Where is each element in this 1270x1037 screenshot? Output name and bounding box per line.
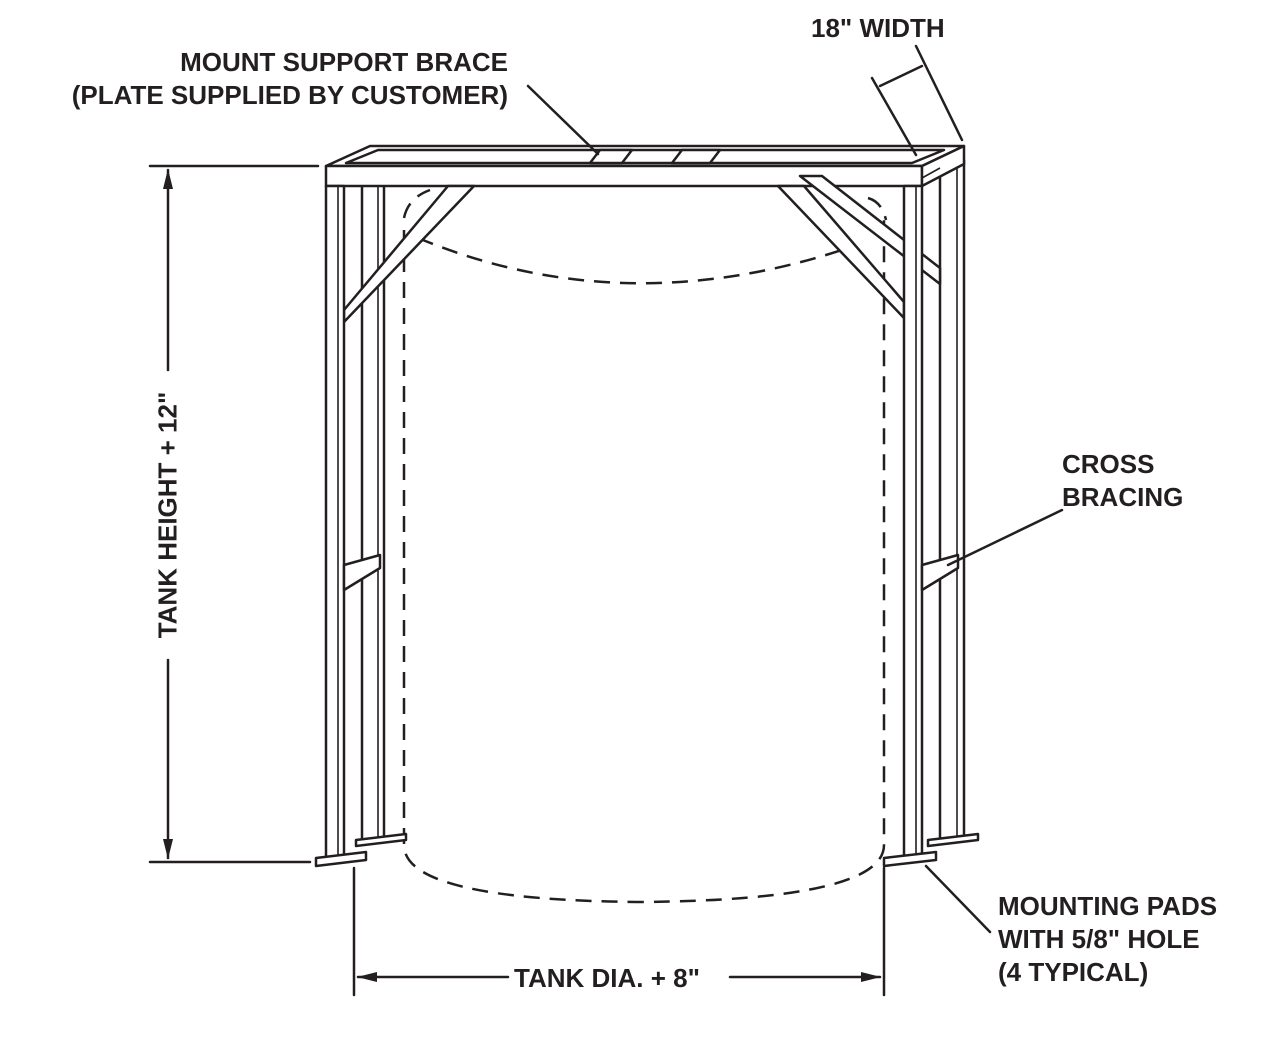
dimension-diameter [352, 866, 886, 997]
cross-bracing [342, 553, 960, 592]
dimension-height [148, 164, 320, 864]
diagonal-braces [342, 174, 942, 324]
mounting-pad-back [354, 832, 980, 848]
mounting-pads-label: MOUNTING PADS WITH 5/8" HOLE (4 TYPICAL) [998, 891, 1218, 987]
tank-height-label: TANK HEIGHT + 12" [152, 391, 183, 639]
tank-outline [402, 188, 888, 904]
width-label: 18" WIDTH [811, 13, 945, 43]
mount-support-brace-label: MOUNT SUPPORT BRACE (PLATE SUPPLIED BY C… [71, 47, 508, 110]
back-posts [360, 158, 966, 842]
cross-bracing-label: CROSS BRACING [1062, 449, 1184, 512]
dimension-width [870, 44, 964, 157]
tank-diameter-label: TANK DIA. + 8" [514, 963, 700, 993]
top-frame [324, 144, 966, 188]
front-posts [324, 167, 941, 860]
mounting-pad-front [314, 850, 938, 868]
leader-lines [526, 84, 1064, 934]
